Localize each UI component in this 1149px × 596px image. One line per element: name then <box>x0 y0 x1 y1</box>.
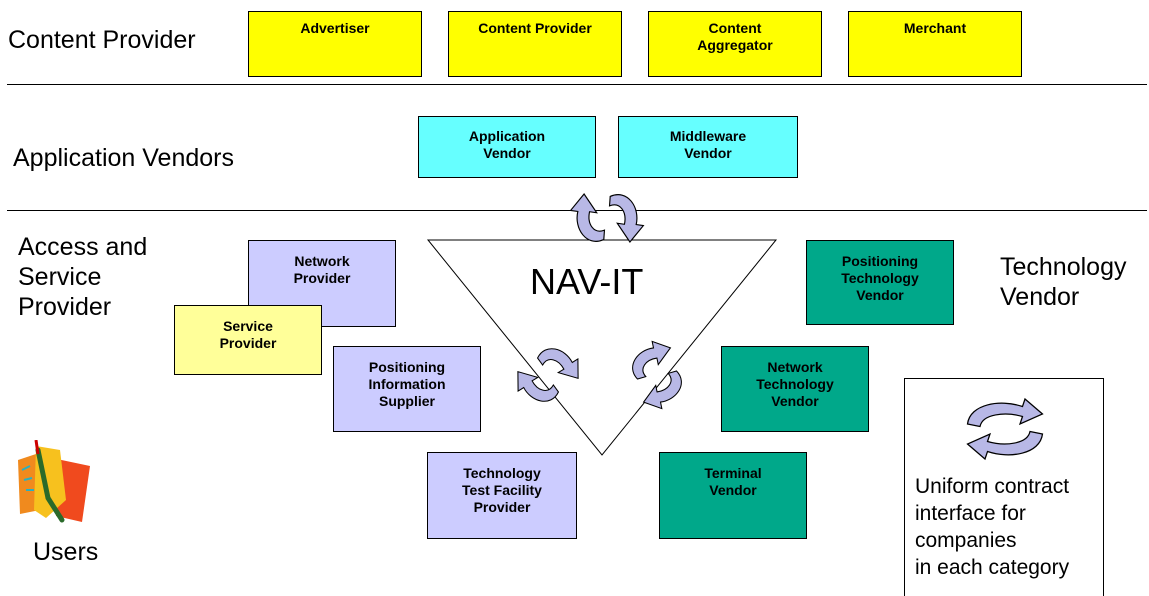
row-label-access-service-provider: Access and Service Provider <box>18 233 148 321</box>
row-label-technology-vendor: Technology Vendor <box>1000 253 1127 311</box>
phone-clipart-icon <box>18 440 90 523</box>
box-content-provider: Content Provider <box>448 11 622 77</box>
separator-line-top <box>7 84 1147 85</box>
legend-text: Uniform contract interface for companies… <box>915 475 1070 579</box>
box-positioning-information-supplier: Positioning Information Supplier <box>333 346 481 432</box>
box-network-technology-vendor: Network Technology Vendor <box>721 346 869 432</box>
box-positioning-technology-vendor: Positioning Technology Vendor <box>806 240 954 325</box>
box-content-aggregator: Content Aggregator <box>648 11 822 77</box>
box-merchant: Merchant <box>848 11 1022 77</box>
nav-it-label: NAV-IT <box>530 261 644 302</box>
cycle-arrows-icon <box>966 397 1044 461</box>
box-middleware-vendor: Middleware Vendor <box>618 116 798 178</box>
row-label-application-vendors: Application Vendors <box>13 144 234 172</box>
legend-box: Uniform contract interface for companies… <box>904 378 1104 596</box>
box-technology-test-facility-provider: Technology Test Facility Provider <box>427 452 577 539</box>
row-label-users: Users <box>33 538 99 566</box>
box-advertiser: Advertiser <box>248 11 422 77</box>
box-service-provider: Service Provider <box>174 305 322 375</box>
box-application-vendor: Application Vendor <box>418 116 596 178</box>
box-terminal-vendor: Terminal Vendor <box>659 452 807 539</box>
row-label-content-provider: Content Provider <box>8 26 196 54</box>
